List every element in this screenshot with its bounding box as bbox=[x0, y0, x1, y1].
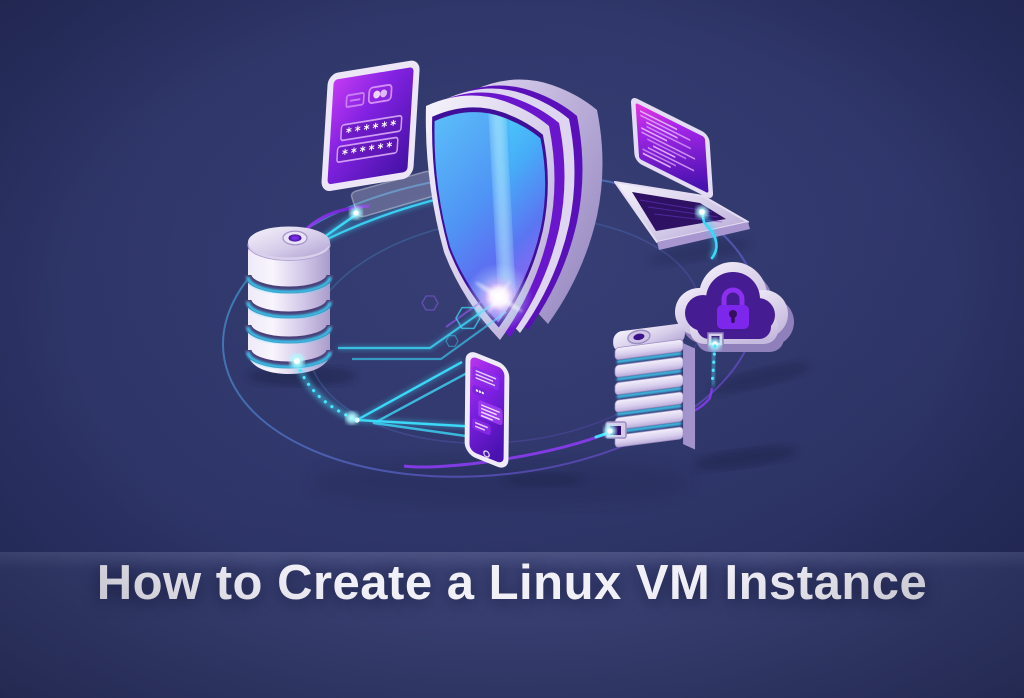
hexagon-outline bbox=[445, 335, 459, 347]
server-icon bbox=[403, 323, 696, 469]
page-title: How to Create a Linux VM Instance bbox=[96, 556, 928, 610]
padlock-icon bbox=[717, 287, 749, 329]
server-slabs bbox=[614, 339, 684, 448]
laptop-icon bbox=[614, 98, 750, 260]
key-icon bbox=[345, 83, 393, 108]
cable-laptop-cloud bbox=[700, 210, 718, 260]
chat-bubbles bbox=[472, 366, 503, 436]
cable-database-dotted bbox=[295, 361, 354, 420]
monitor-icon: ****** ****** bbox=[303, 60, 440, 255]
floor-shadows bbox=[248, 239, 811, 508]
cloud-icon bbox=[675, 262, 794, 417]
background-floor bbox=[0, 552, 1024, 698]
code-lines bbox=[639, 110, 696, 172]
cable-server-phone bbox=[403, 430, 612, 469]
smartphone-icon bbox=[464, 352, 510, 468]
server-glow-gaps bbox=[616, 351, 682, 434]
home-button bbox=[483, 450, 490, 458]
database-icon bbox=[244, 226, 354, 422]
glow-effect bbox=[465, 263, 533, 331]
hexagon-outline bbox=[421, 295, 439, 311]
cable-cloud-dotted bbox=[710, 344, 717, 388]
